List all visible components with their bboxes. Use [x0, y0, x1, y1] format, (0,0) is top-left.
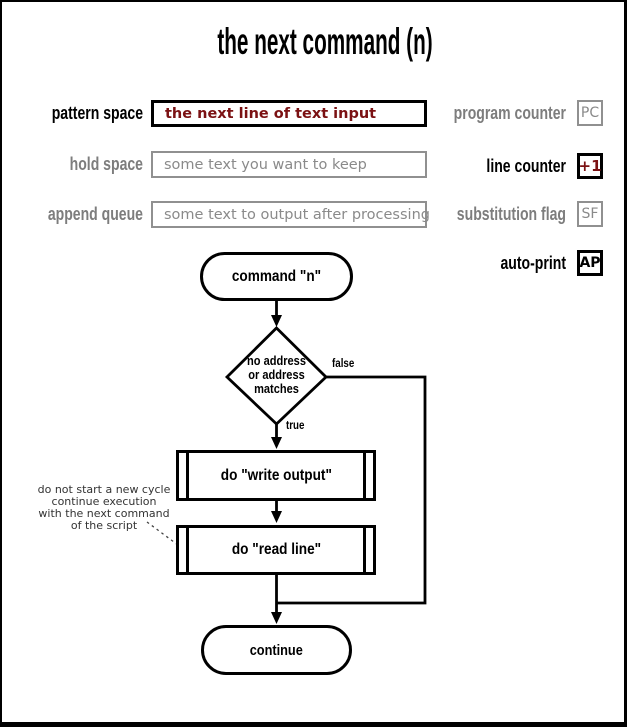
double-bar-left	[186, 453, 189, 498]
append-queue-value: some text to output after processing	[164, 206, 430, 223]
start-node-label: command "n"	[231, 267, 322, 285]
line-counter-value: +1	[578, 157, 602, 175]
page-title: the next command (n)	[217, 21, 433, 62]
program-counter-box: PC	[577, 100, 603, 126]
double-bar-left	[186, 528, 189, 572]
arrowhead-end	[271, 612, 282, 624]
decision-line-2: or address	[248, 367, 305, 382]
append-queue-label: append queue	[47, 204, 143, 224]
double-bar-right	[363, 453, 366, 498]
double-bar-right	[363, 528, 366, 572]
arrowhead-decision	[271, 315, 282, 327]
line-counter-label: line counter	[486, 156, 566, 176]
annotation-line-1: do not start a new cycle	[37, 483, 171, 496]
substitution-flag-box: SF	[577, 201, 603, 227]
pattern-space-value: the next line of text input	[165, 105, 377, 122]
process-read-line-node: do "read line"	[176, 525, 376, 575]
pattern-space-box: the next line of text input	[151, 100, 427, 127]
append-queue-box: some text to output after processing	[151, 201, 430, 228]
end-node: continue	[201, 625, 352, 675]
arrowhead-process2	[271, 511, 282, 523]
arrowhead-process1	[271, 437, 282, 449]
process-read-line-label: do "read line"	[231, 541, 321, 558]
annotation-line-4: of the script	[70, 519, 138, 532]
program-counter-value: PC	[580, 105, 600, 121]
substitution-flag-value: SF	[581, 206, 599, 222]
substitution-flag-label: substitution flag	[456, 204, 566, 224]
process-write-output-label: do "write output"	[220, 466, 332, 484]
false-branch-label: false	[332, 358, 355, 370]
annotation-note: do not start a new cycle continue execut…	[24, 484, 184, 532]
hold-space-box: some text you want to keep	[151, 151, 427, 178]
annotation-line-3: with the next command	[38, 507, 170, 520]
pattern-space-label: pattern space	[51, 103, 143, 123]
auto-print-value: AP	[579, 255, 601, 271]
auto-print-label: auto-print	[500, 253, 566, 273]
annotation-line-2: continue execution	[51, 495, 157, 508]
hold-space-value: some text you want to keep	[164, 156, 367, 173]
process-write-output-node: do "write output"	[176, 450, 376, 501]
line-counter-box: +1	[577, 153, 603, 179]
end-node-label: continue	[249, 641, 304, 659]
program-counter-label: program counter	[453, 103, 566, 123]
false-branch-connector	[277, 375, 427, 605]
auto-print-box: AP	[577, 250, 603, 276]
true-branch-label: true	[286, 420, 305, 432]
decision-line-3: matches	[254, 381, 299, 396]
hold-space-label: hold space	[69, 154, 143, 174]
decision-line-1: no address	[247, 353, 306, 368]
decision-node-text: no address or address matches	[196, 354, 357, 396]
start-node: command "n"	[200, 252, 353, 301]
